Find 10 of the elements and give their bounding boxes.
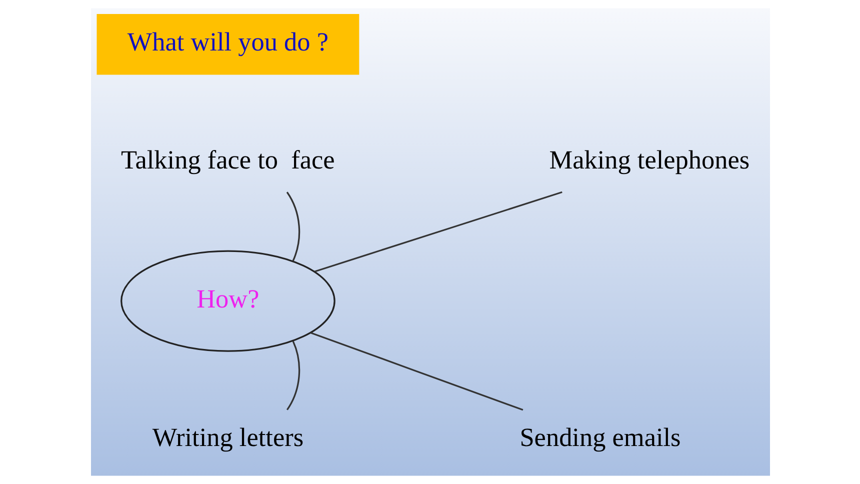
- node-text: Talking face to face: [120, 146, 334, 175]
- node-text: Making telephones: [548, 146, 750, 175]
- connector: [286, 192, 300, 262]
- connector: [286, 340, 300, 410]
- node-box: What will you do ?: [96, 14, 359, 75]
- connector: [310, 332, 523, 411]
- node-text: Sending emails: [519, 422, 680, 452]
- node-ellipse: How?: [120, 250, 335, 352]
- node-text: Writing letters: [152, 422, 304, 452]
- connector: [314, 191, 562, 272]
